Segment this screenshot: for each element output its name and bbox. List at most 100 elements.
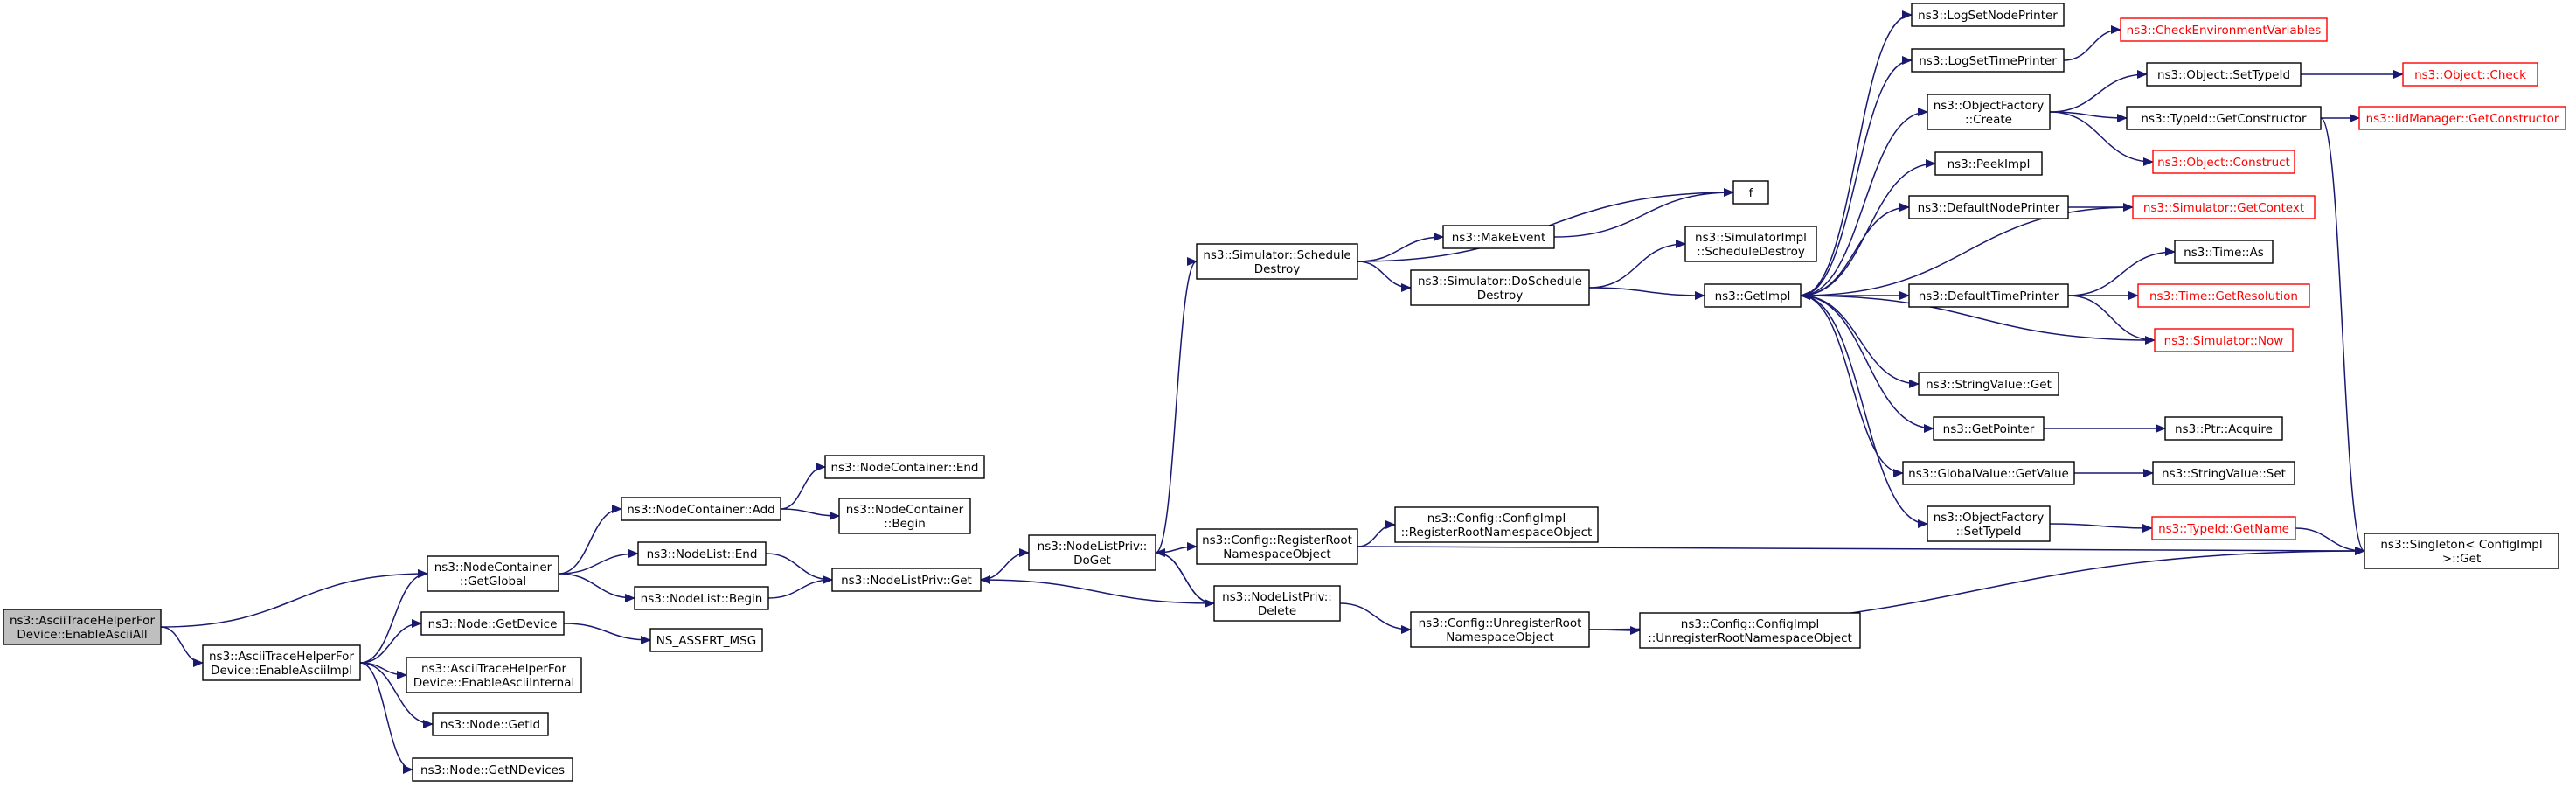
node-global-value-get-value[interactable]: ns3::GlobalValue::GetValue xyxy=(1902,461,2075,485)
node-box xyxy=(1927,94,2051,130)
node-default-time-printer[interactable]: ns3::DefaultTimePrinter xyxy=(1908,283,2069,308)
node-default-node-printer[interactable]: ns3::DefaultNodePrinter xyxy=(1908,195,2069,219)
node-nl-begin[interactable]: ns3::NodeList::Begin xyxy=(634,586,769,610)
node-nlp-do-get[interactable]: ns3::NodeListPriv::DoGet xyxy=(1028,534,1156,571)
edge-line xyxy=(1588,240,1686,289)
edge-line xyxy=(359,662,434,728)
node-obj-set-type-id[interactable]: ns3::Object::SetTypeId xyxy=(2146,62,2302,87)
node-type-id-get-constructor[interactable]: ns3::TypeId::GetConstructor xyxy=(2126,106,2322,130)
node-label-line: ::SetTypeId xyxy=(1956,525,2022,539)
node-box xyxy=(1908,195,2069,219)
edge-obj-factory-set-type-id-to-type-id-get-name xyxy=(2049,523,2153,533)
edge-cfg-register-to-cfg-impl-register xyxy=(1357,520,1396,547)
node-ns-assert[interactable]: NS_ASSERT_MSG xyxy=(649,628,763,652)
node-label-line: ns3::SimulatorImpl xyxy=(1695,231,1807,245)
node-nl-end[interactable]: ns3::NodeList::End xyxy=(637,541,767,566)
node-label-line: Delete xyxy=(1258,604,1296,618)
node-enable-ascii-internal[interactable]: ns3::AsciiTraceHelperForDevice::EnableAs… xyxy=(406,657,582,693)
edge-line xyxy=(558,505,622,575)
edge-line xyxy=(558,573,635,602)
node-type-id-get-name[interactable]: ns3::TypeId::GetName xyxy=(2151,516,2296,540)
node-label-line: ns3::NodeListPriv::Get xyxy=(841,574,972,588)
node-nc-add[interactable]: ns3::NodeContainer::Add xyxy=(621,497,781,521)
node-cfg-unregister[interactable]: ns3::Config::UnregisterRootNamespaceObje… xyxy=(1410,611,1590,648)
node-obj-factory-set-type-id[interactable]: ns3::ObjectFactory::SetTypeId xyxy=(1927,505,2051,542)
node-sim-schedule-destroy[interactable]: ns3::Simulator::ScheduleDestroy xyxy=(1196,243,1358,280)
node-label-line: ns3::Ptr::Acquire xyxy=(2175,422,2273,436)
node-label-line: ns3::Object::Construct xyxy=(2157,156,2290,170)
node-sim-get-context[interactable]: ns3::Simulator::GetContext xyxy=(2132,195,2316,219)
node-string-value-get[interactable]: ns3::StringValue::Get xyxy=(1918,372,2059,396)
node-label-line: Device::EnableAsciiAll xyxy=(17,628,147,642)
node-label-line: ns3::Object::SetTypeId xyxy=(2157,68,2290,82)
node-sim-now[interactable]: ns3::Simulator::Now xyxy=(2154,328,2294,352)
node-obj-construct[interactable]: ns3::Object::Construct xyxy=(2152,150,2295,174)
node-cfg-impl-register[interactable]: ns3::Config::ConfigImpl::RegisterRootNam… xyxy=(1394,506,1599,543)
node-box xyxy=(831,568,982,592)
edge-line xyxy=(160,626,204,667)
node-sim-impl-schedule-destroy[interactable]: ns3::SimulatorImpl::ScheduleDestroy xyxy=(1684,226,1817,262)
node-time-as[interactable]: ns3::Time::As xyxy=(2174,240,2274,264)
node-ptr-acquire[interactable]: ns3::Ptr::Acquire xyxy=(2164,416,2283,441)
node-label-line: ns3::ObjectFactory xyxy=(1934,99,2045,113)
node-box xyxy=(2154,328,2294,352)
edge-type-id-get-constructor-to-singleton-get xyxy=(2320,117,2365,555)
node-label-line: ::RegisterRootNamespaceObject xyxy=(1401,526,1593,540)
node-label-line: ns3::Node::GetId xyxy=(441,718,540,732)
node-box xyxy=(2164,416,2283,441)
node-singleton-get[interactable]: ns3::Singleton< ConfigImpl >::Get xyxy=(2364,533,2559,569)
node-box xyxy=(202,644,361,681)
node-get-pointer[interactable]: ns3::GetPointer xyxy=(1933,416,2045,441)
node-node-get-device[interactable]: ns3::Node::GetDevice xyxy=(420,611,565,636)
node-nc-begin[interactable]: ns3::NodeContainer::Begin xyxy=(838,498,971,534)
node-cfg-register[interactable]: ns3::Config::RegisterRootNamespaceObject xyxy=(1196,528,1358,565)
edge-get-impl-to-log-set-node-printer xyxy=(1800,10,1913,296)
node-time-get-resolution[interactable]: ns3::Time::GetResolution xyxy=(2137,283,2310,308)
node-box xyxy=(1028,534,1156,571)
node-label-line: ns3::NodeListPriv:: xyxy=(1038,540,1148,554)
node-label-line: ns3::StringValue::Set xyxy=(2162,467,2286,481)
node-node-get-id[interactable]: ns3::Node::GetId xyxy=(432,712,549,736)
node-check-env-vars[interactable]: ns3::CheckEnvironmentVariables xyxy=(2120,17,2328,42)
node-box xyxy=(1933,416,2045,441)
node-get-impl[interactable]: ns3::GetImpl xyxy=(1704,283,1802,308)
node-label-line: Destroy xyxy=(1477,289,1524,303)
edge-line xyxy=(1800,56,1913,296)
node-cfg-impl-unregister[interactable]: ns3::Config::ConfigImpl::UnregisterRootN… xyxy=(1639,612,1861,649)
node-peek-impl[interactable]: ns3::PeekImpl xyxy=(1934,151,2043,176)
edge-nlp-delete-to-cfg-unregister xyxy=(1339,602,1412,634)
node-label-line: NS_ASSERT_MSG xyxy=(656,634,756,648)
node-box xyxy=(2137,283,2310,308)
edges-layer xyxy=(160,10,2404,774)
node-obj-check[interactable]: ns3::Object::Check xyxy=(2402,62,2538,87)
node-nc-end[interactable]: ns3::NodeContainer::End xyxy=(824,455,985,479)
node-box xyxy=(420,611,565,636)
node-box xyxy=(1410,269,1590,306)
node-make-event[interactable]: ns3::MakeEvent xyxy=(1442,225,1555,249)
node-string-value-set[interactable]: ns3::StringValue::Set xyxy=(2152,461,2295,485)
edge-nc-add-to-nc-end xyxy=(780,463,826,510)
node-box xyxy=(2120,17,2328,42)
node-nlp-get[interactable]: ns3::NodeListPriv::Get xyxy=(831,568,982,592)
node-obj-factory-create[interactable]: ns3::ObjectFactory::Create xyxy=(1927,94,2051,130)
node-log-set-time-printer[interactable]: ns3::LogSetTimePrinter xyxy=(1911,48,2065,73)
node-label-line: ns3::NodeList::Begin xyxy=(641,592,763,606)
node-label-line: ::UnregisterRootNamespaceObject xyxy=(1648,631,1852,645)
edge-default-time-printer-to-sim-now xyxy=(2067,295,2156,345)
node-nlp-delete[interactable]: ns3::NodeListPriv::Delete xyxy=(1213,585,1341,622)
node-label-line: ns3::Time::GetResolution xyxy=(2149,289,2298,303)
edge-cfg-register-to-singleton-get xyxy=(1357,546,2365,555)
node-label-line: ns3::CheckEnvironmentVariables xyxy=(2127,24,2322,38)
node-log-set-node-printer[interactable]: ns3::LogSetNodePrinter xyxy=(1911,3,2065,27)
node-f[interactable]: f xyxy=(1732,180,1769,205)
node-nc-get-global[interactable]: ns3::NodeContainer::GetGlobal xyxy=(427,555,559,592)
node-enable-ascii-impl[interactable]: ns3::AsciiTraceHelperForDevice::EnableAs… xyxy=(202,644,361,681)
edge-obj-factory-create-to-obj-set-type-id xyxy=(2049,70,2148,113)
edge-get-impl-to-global-value-get-value xyxy=(1800,295,1904,477)
node-root[interactable]: ns3::AsciiTraceHelperForDevice::EnableAs… xyxy=(3,609,162,645)
edge-line xyxy=(2320,117,2365,555)
edge-sim-now-to-get-impl xyxy=(1800,291,2156,341)
node-node-get-ndevices[interactable]: ns3::Node::GetNDevices xyxy=(412,757,573,782)
node-iid-get-constructor[interactable]: ns3::IidManager::GetConstructor xyxy=(2358,106,2566,130)
